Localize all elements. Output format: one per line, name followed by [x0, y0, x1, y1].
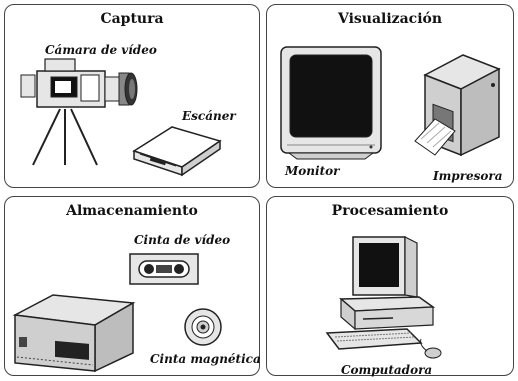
panel-title: Visualización — [337, 11, 443, 27]
printer-icon — [414, 54, 501, 157]
video-camera-icon — [20, 58, 138, 166]
printer-label: Impresora — [433, 169, 503, 183]
panel-capture: Captura Cámara de vídeo Escáner — [4, 4, 260, 188]
computer-icon — [325, 236, 442, 359]
scanner-label: Escáner — [182, 109, 236, 123]
video-tape-icon — [129, 253, 199, 285]
magnetic-tape-label: Cinta magnética — [150, 352, 261, 366]
magnetic-tape-icon — [184, 308, 222, 346]
monitor-icon — [280, 46, 382, 160]
computer-label: Computadora — [341, 363, 433, 377]
video-tape-label: Cinta de vídeo — [134, 233, 231, 247]
monitor-label: Monitor — [285, 164, 340, 178]
panel-display: Visualización Monitor Impresora — [266, 4, 514, 188]
panel-title: Almacenamiento — [66, 203, 198, 219]
camera-label: Cámara de vídeo — [45, 43, 157, 57]
panel-processing: Procesamiento Computadora — [266, 196, 514, 377]
panel-storage: Almacenamiento Cinta de vídeo Cinta magn… — [4, 196, 261, 376]
panel-title: Captura — [100, 11, 164, 27]
panel-title: Procesamiento — [331, 203, 449, 219]
tape-drive-icon — [12, 294, 136, 373]
scanner-icon — [132, 126, 222, 177]
